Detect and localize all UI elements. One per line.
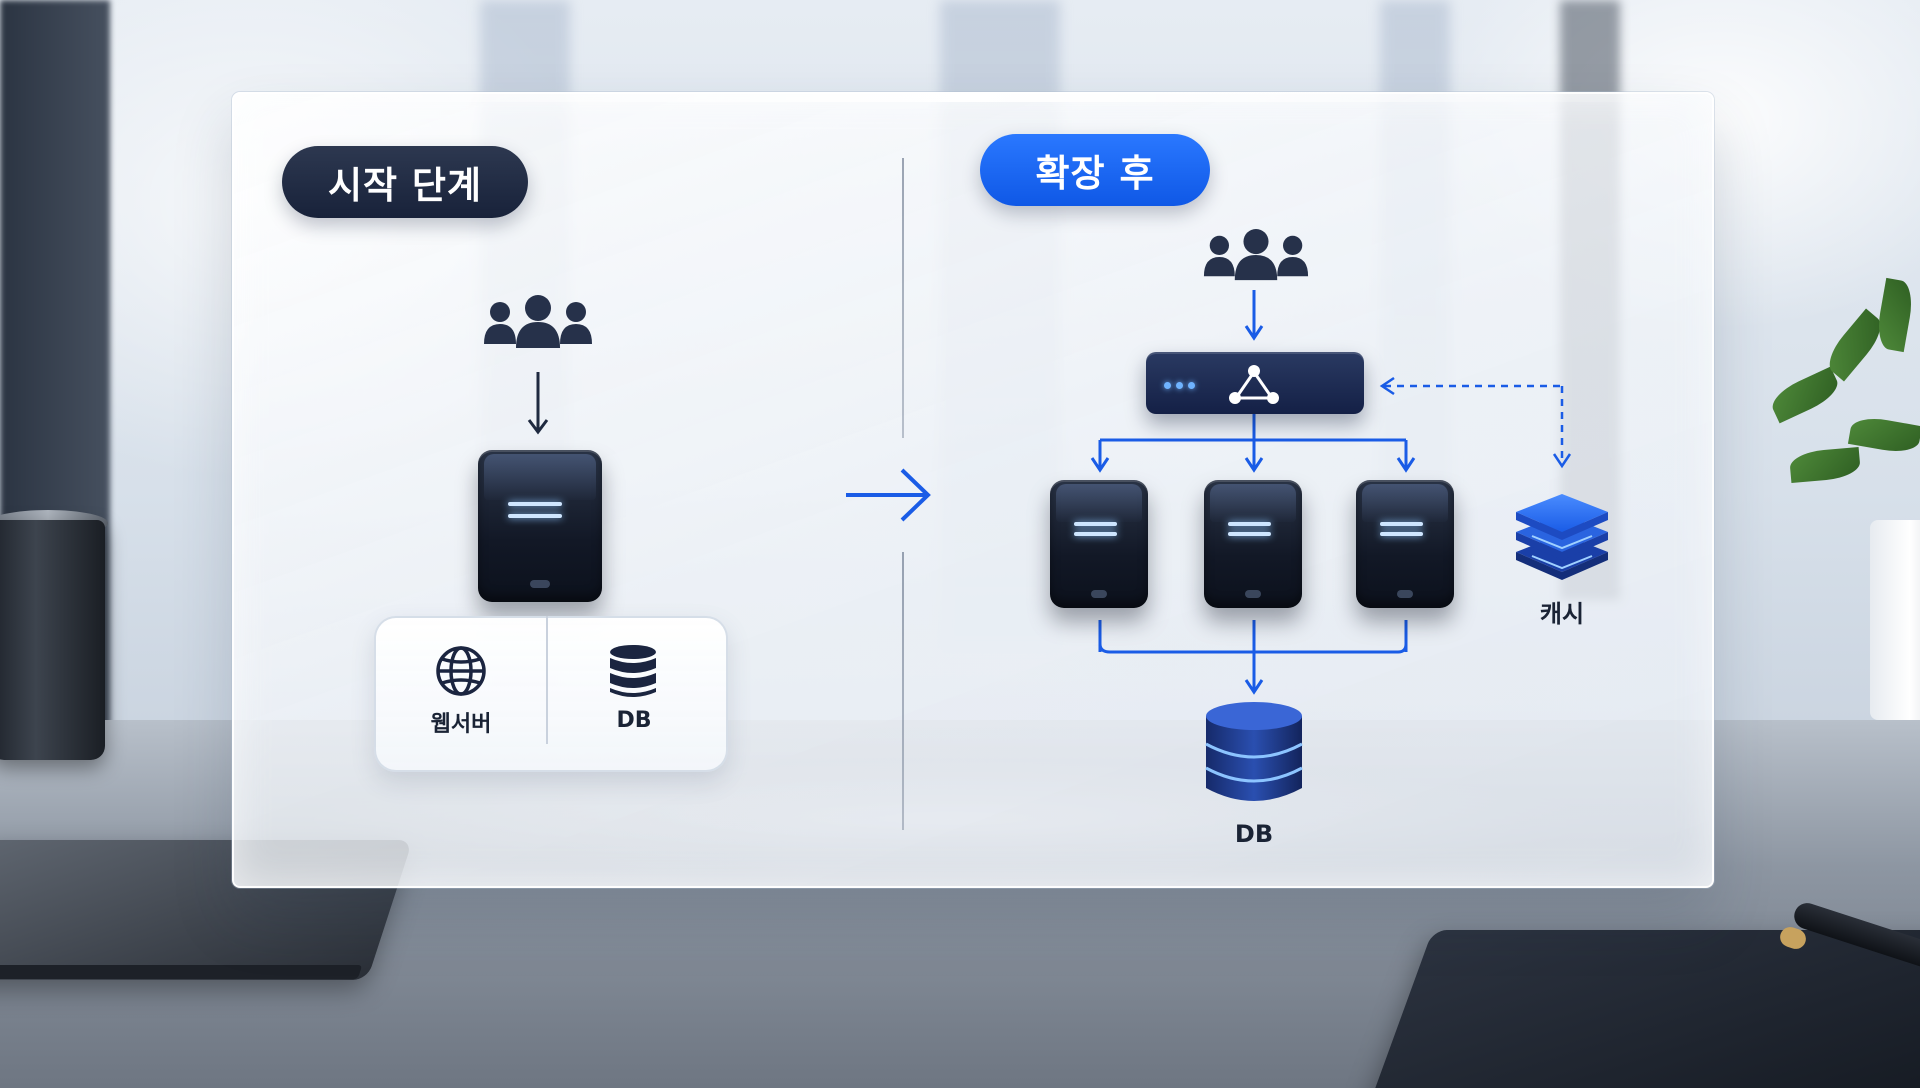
- server-icon: [478, 450, 602, 602]
- single-server-card: [374, 616, 728, 772]
- coffee-cup: [0, 520, 105, 760]
- web-server-label: 웹서버: [430, 712, 492, 737]
- arrow-right-icon: [846, 468, 931, 522]
- load-balancer-icon[interactable]: [1146, 352, 1364, 414]
- server-icon: [1356, 480, 1454, 608]
- db-label: DB: [1234, 820, 1274, 848]
- cache-stack-icon: [1516, 494, 1608, 580]
- after-scaling-badge: 확장 후: [980, 134, 1210, 206]
- start-stage-badge: 시작 단계: [282, 146, 528, 218]
- database-icon: [610, 645, 656, 697]
- plant-pot: [1870, 520, 1920, 720]
- section-divider: [902, 552, 904, 830]
- section-divider: [902, 158, 904, 438]
- database-icon: [1205, 702, 1303, 801]
- card-divider: [546, 616, 548, 744]
- users-icon: [1203, 229, 1309, 281]
- panel-highlight: [232, 92, 1710, 102]
- network-node-icon: [1229, 365, 1279, 404]
- server-icon: [1204, 480, 1302, 608]
- globe-icon: [436, 646, 486, 696]
- db-label: DB: [616, 708, 652, 733]
- server-icon: [1050, 480, 1148, 608]
- users-icon: [484, 295, 592, 348]
- cache-label: 캐시: [1539, 600, 1585, 628]
- arrow-down-icon: [527, 372, 549, 435]
